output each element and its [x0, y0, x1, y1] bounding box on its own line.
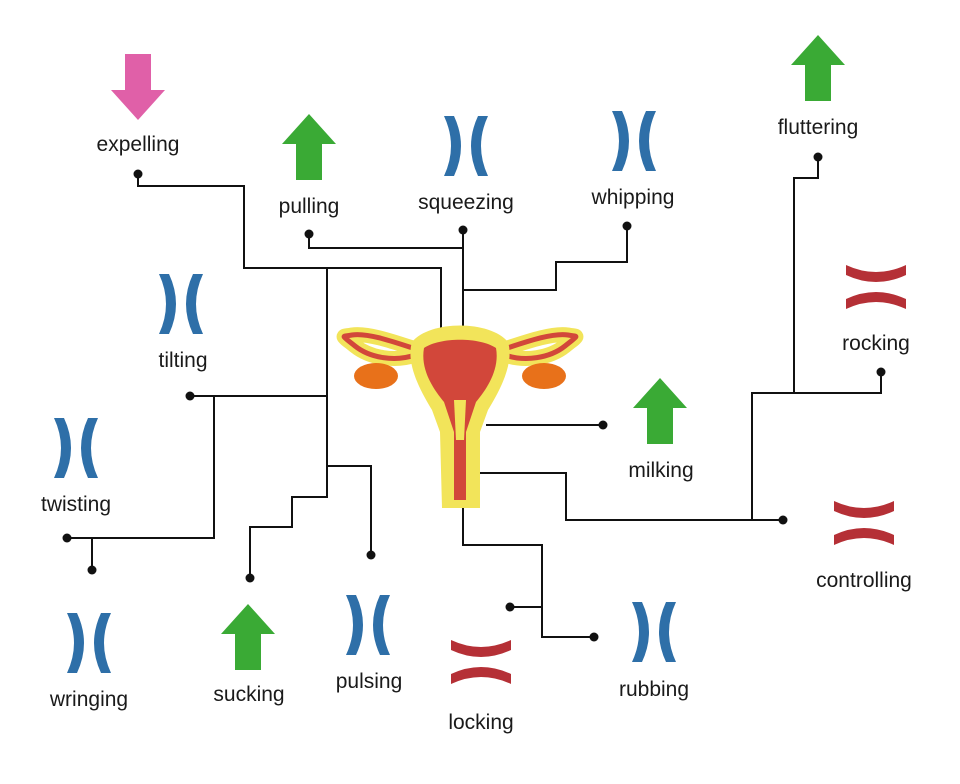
pulsing-brackets-icon — [346, 595, 390, 655]
connector-locking-rubbing — [462, 505, 594, 638]
wringing-brackets-icon — [67, 613, 111, 673]
endpoint-locking — [505, 602, 515, 612]
connector-endpoints — [62, 152, 886, 642]
endpoint-pulsing — [366, 550, 376, 560]
endpoint-fluttering — [813, 152, 823, 162]
controlling-brackets-icon — [834, 501, 894, 545]
twisting-brackets-icon — [54, 418, 98, 478]
endpoint-squeezing — [458, 225, 468, 235]
endpoint-milking — [598, 420, 608, 430]
endpoint-twisting — [62, 533, 72, 543]
pulling-up-arrow-icon — [282, 114, 336, 180]
connector-whipping — [463, 226, 628, 291]
endpoint-whipping — [622, 221, 632, 231]
fluttering-up-arrow-icon — [791, 35, 845, 101]
endpoint-wringing — [87, 565, 97, 575]
connector-twisting — [67, 396, 215, 539]
endpoint-tilting — [185, 391, 195, 401]
label-wringing: wringing — [49, 688, 129, 711]
label-expelling: expelling — [96, 133, 180, 156]
connector-fluttering — [793, 157, 819, 393]
rocking-brackets-icon — [846, 265, 906, 309]
locking-brackets-icon — [451, 640, 511, 684]
endpoint-sucking — [245, 573, 255, 583]
label-squeezing: squeezing — [418, 191, 514, 214]
label-controlling: controlling — [816, 569, 912, 592]
milking-up-arrow-icon — [633, 378, 687, 444]
label-rubbing: rubbing — [618, 678, 690, 701]
label-locking: locking — [448, 711, 514, 734]
rubbing-brackets-icon — [632, 602, 676, 662]
label-tilting: tilting — [158, 349, 208, 372]
label-whipping: whipping — [591, 186, 675, 209]
connector-controlling — [480, 472, 783, 521]
endpoint-rubbing — [589, 632, 599, 642]
label-pulling: pulling — [278, 195, 340, 218]
expelling-down-arrow-icon — [111, 54, 165, 120]
label-pulsing: pulsing — [335, 670, 403, 693]
endpoint-rocking — [876, 367, 886, 377]
squeezing-brackets-icon — [444, 116, 488, 176]
label-twisting: twisting — [40, 493, 112, 516]
label-sucking: sucking — [213, 683, 285, 706]
uterus-icon — [336, 325, 584, 508]
connector-lines — [67, 157, 882, 638]
endpoint-expelling — [133, 169, 143, 179]
label-rocking: rocking — [842, 332, 910, 355]
endpoint-pulling — [304, 229, 314, 239]
tilting-brackets-icon — [159, 274, 203, 334]
whipping-brackets-icon — [612, 111, 656, 171]
connector-spine — [249, 268, 328, 578]
endpoint-controlling — [778, 515, 788, 525]
label-milking: milking — [628, 459, 694, 482]
connector-pulsing — [327, 465, 372, 555]
connector-pulling — [308, 234, 463, 249]
label-fluttering: fluttering — [777, 116, 859, 139]
connector-expelling — [137, 174, 442, 340]
sucking-up-arrow-icon — [221, 604, 275, 670]
connector-rocking — [751, 372, 882, 520]
